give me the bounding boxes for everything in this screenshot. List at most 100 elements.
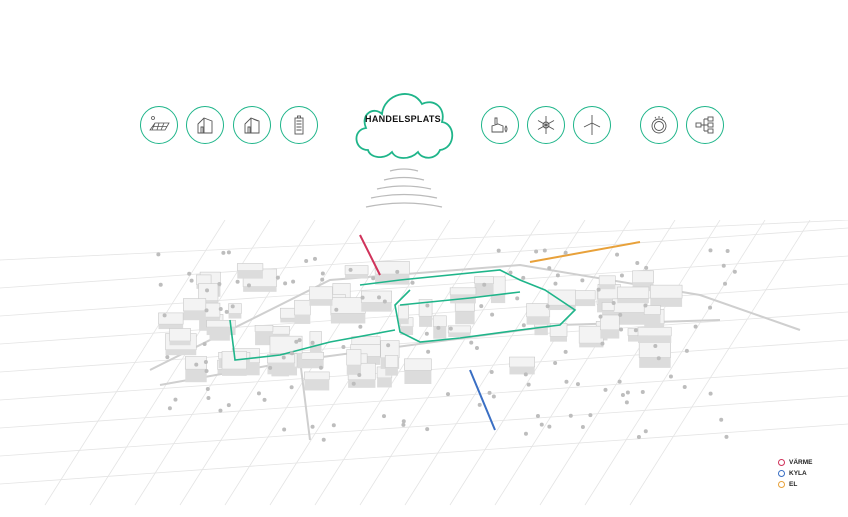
building xyxy=(237,270,263,279)
legend-label: EL xyxy=(789,481,798,488)
grid-line xyxy=(0,227,848,289)
tree xyxy=(282,427,287,432)
building xyxy=(375,274,410,285)
tree xyxy=(721,263,726,268)
tree xyxy=(719,417,724,422)
tree xyxy=(156,252,161,257)
building xyxy=(198,283,219,301)
legend: VÄRME KYLA EL xyxy=(778,457,812,490)
tree xyxy=(401,422,406,427)
building xyxy=(474,283,494,297)
tree xyxy=(425,427,430,432)
building xyxy=(158,324,184,330)
grid-line xyxy=(0,255,848,317)
tree xyxy=(535,414,540,419)
wind-turbine-icon xyxy=(573,106,611,144)
tree xyxy=(381,414,386,419)
legend-item: EL xyxy=(778,479,812,490)
tree xyxy=(294,339,299,344)
tree xyxy=(563,349,568,354)
legend-marker-icon xyxy=(778,481,785,488)
network-icon xyxy=(686,106,724,144)
tree xyxy=(564,379,569,384)
tree xyxy=(725,248,730,253)
grid-network xyxy=(229,234,641,431)
tree xyxy=(580,425,585,430)
grid-line xyxy=(0,395,848,457)
tree xyxy=(341,344,346,349)
legend-label: VÄRME xyxy=(789,459,813,466)
tree xyxy=(682,384,687,389)
tree xyxy=(289,385,294,390)
tree xyxy=(218,408,223,413)
building xyxy=(404,370,432,384)
tree xyxy=(165,355,170,360)
tree xyxy=(523,372,528,377)
legend-item: KYLA xyxy=(778,468,812,479)
tree xyxy=(479,304,484,309)
tree xyxy=(351,381,356,386)
building xyxy=(644,314,661,328)
tree xyxy=(189,278,194,283)
building xyxy=(400,326,414,336)
building xyxy=(432,315,447,327)
legend-item: VÄRME xyxy=(778,457,812,468)
tree xyxy=(668,374,673,379)
tree xyxy=(693,324,698,329)
building xyxy=(206,327,236,336)
tree xyxy=(534,249,539,254)
building xyxy=(377,377,392,388)
tree xyxy=(256,391,261,396)
tree xyxy=(262,397,267,402)
building xyxy=(196,274,212,285)
tree xyxy=(202,342,207,347)
tree xyxy=(445,392,450,397)
factory-icon xyxy=(481,106,519,144)
tree xyxy=(448,326,453,331)
tree xyxy=(489,369,494,374)
building xyxy=(632,270,654,284)
tree xyxy=(334,307,339,312)
building xyxy=(547,289,576,306)
tree xyxy=(312,256,317,261)
tree xyxy=(523,431,528,436)
building xyxy=(578,325,604,344)
tree xyxy=(477,402,482,407)
tree xyxy=(226,250,231,255)
tree xyxy=(521,275,526,280)
building xyxy=(600,329,620,339)
building xyxy=(455,311,475,325)
grid-line xyxy=(404,220,586,506)
building xyxy=(330,313,366,324)
tree xyxy=(624,400,629,405)
building xyxy=(474,276,494,284)
tree xyxy=(187,271,192,276)
building xyxy=(254,325,274,332)
tree xyxy=(401,419,406,424)
legend-marker-icon xyxy=(778,470,785,477)
tree xyxy=(321,437,326,442)
tree xyxy=(611,301,616,306)
building xyxy=(650,298,683,307)
building xyxy=(297,359,324,369)
tree xyxy=(487,390,492,395)
tree xyxy=(310,424,315,429)
building xyxy=(385,367,398,376)
tree xyxy=(653,343,658,348)
building xyxy=(360,290,392,303)
tree xyxy=(426,349,431,354)
tree xyxy=(218,307,223,312)
tree xyxy=(521,323,526,328)
tree xyxy=(617,379,622,384)
building xyxy=(243,286,277,292)
tree xyxy=(235,279,240,284)
tree xyxy=(281,355,286,360)
building xyxy=(185,369,207,383)
tree xyxy=(226,403,231,408)
tree xyxy=(644,265,649,270)
tree xyxy=(320,271,325,276)
tree xyxy=(588,413,593,418)
building xyxy=(598,275,616,286)
building xyxy=(309,345,322,353)
building xyxy=(228,303,242,314)
